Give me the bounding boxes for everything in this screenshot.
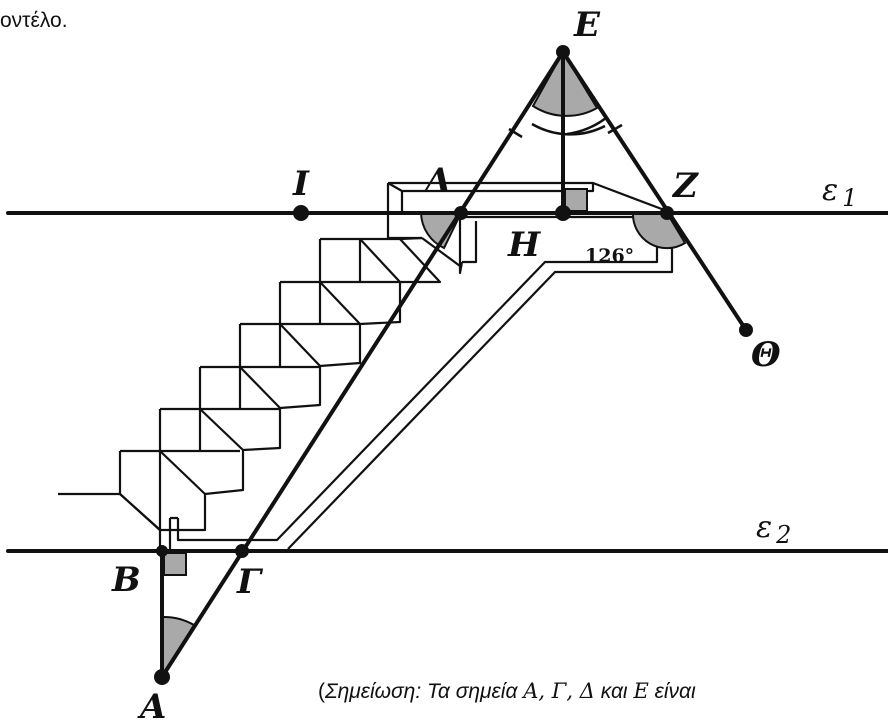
label-theta: Θ — [751, 335, 781, 375]
caption-points-math: A, Γ, Δ — [521, 679, 595, 703]
label-line-e2-symbol: ε — [756, 510, 772, 545]
label-z: Z — [671, 166, 699, 206]
segment-ae — [160, 50, 565, 679]
landing-outline — [386, 181, 668, 240]
label-line-e1-sub: 1 — [842, 184, 857, 212]
point-i — [293, 205, 309, 221]
stairs-side — [119, 237, 461, 532]
point-theta — [739, 323, 753, 337]
point-b — [156, 545, 168, 557]
label-h: H — [507, 225, 542, 265]
segment-e-theta — [561, 50, 748, 332]
label-e: E — [573, 5, 601, 45]
tick-ed — [508, 127, 523, 139]
label-line-e2-sub: 2 — [775, 521, 791, 549]
stairs-base — [158, 516, 178, 549]
angle-z-sector — [631, 212, 687, 250]
point-a — [154, 669, 170, 685]
point-g — [235, 544, 249, 558]
points — [154, 45, 753, 685]
caption-bottom: (Σημείωση: Τα σημεία A, Γ, Δ και E είναι — [318, 679, 696, 703]
label-b: B — [111, 560, 141, 600]
point-e — [556, 45, 570, 59]
staircase — [58, 181, 674, 550]
point-z — [660, 206, 674, 220]
angle-markers — [161, 50, 687, 681]
equal-ticks — [508, 123, 623, 139]
point-h — [555, 205, 571, 221]
caption-top: οντέλο. — [0, 9, 68, 32]
stairs-profile — [58, 236, 423, 532]
caption-note-suffix: είναι — [649, 680, 696, 703]
label-line-e1-symbol: ε — [822, 173, 838, 208]
label-i: I — [292, 164, 310, 204]
caption-open-paren: ( — [318, 680, 325, 703]
angle-label-126: 126° — [585, 245, 634, 267]
label-g: Γ — [236, 562, 264, 602]
caption-conj: και — [595, 680, 634, 703]
point-d — [454, 206, 468, 220]
corridor-inner — [176, 217, 659, 542]
caption-note-prefix: Σημείωση: Τα σημεία — [324, 680, 523, 703]
label-d: Δ — [423, 161, 451, 201]
label-a: A — [137, 687, 166, 726]
main-lines — [6, 50, 888, 679]
caption-point-e: E — [632, 679, 648, 703]
angle-e-arc-2 — [566, 116, 607, 136]
right-angle-b — [163, 552, 187, 576]
tick-ez — [607, 123, 623, 135]
